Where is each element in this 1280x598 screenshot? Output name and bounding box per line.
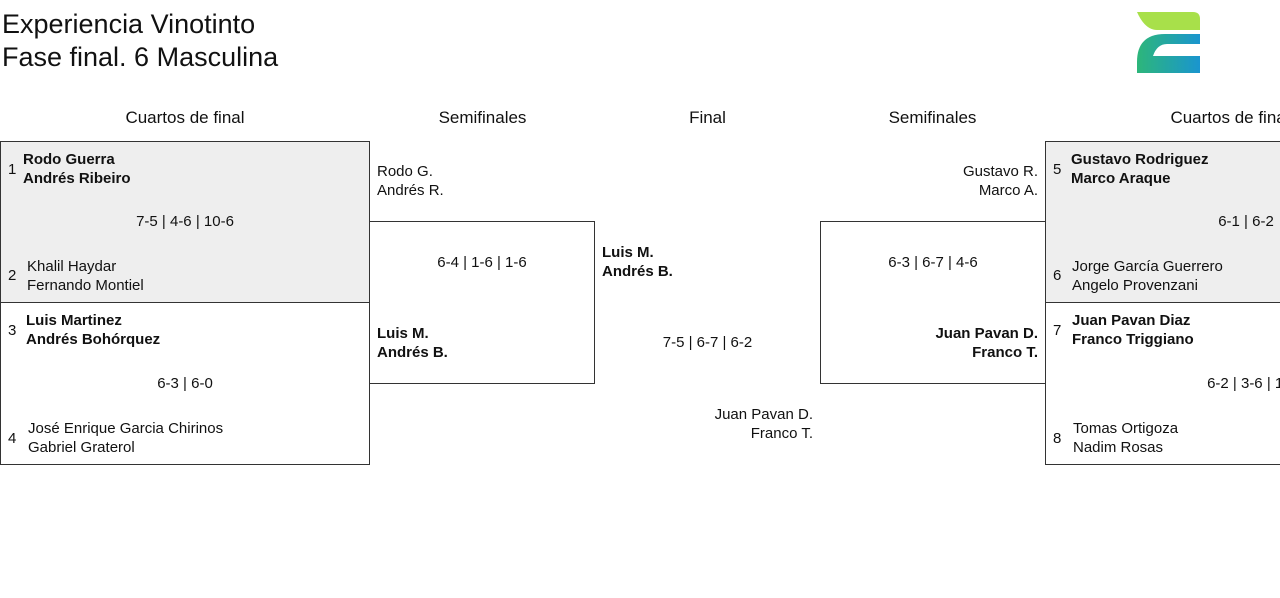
title-line-1: Experiencia Vinotinto (2, 9, 256, 39)
player-name: Juan Pavan D. (935, 325, 1038, 342)
player-name: Jorge García Guerrero (1072, 258, 1223, 275)
player-name: Juan Pavan Diaz (1072, 312, 1191, 329)
logo-top-shape (1137, 12, 1200, 30)
right-sf-team-top: Gustavo R. Marco A. (830, 162, 1038, 200)
team-winner: Luis M. Andrés B. (377, 324, 448, 362)
page-title: Experiencia Vinotinto Fase final. 6 Masc… (2, 8, 278, 74)
player-name: Rodo G. (377, 163, 433, 180)
match-score: 6-1 | 6-2 (1218, 213, 1274, 230)
player-name: Rodo Guerra (23, 151, 115, 168)
player-name: Khalil Haydar (27, 258, 117, 275)
player-name: Franco T. (750, 425, 813, 442)
player-name: Juan Pavan D. (714, 406, 813, 423)
player-name: Marco Araque (1071, 170, 1171, 187)
seed-number: 4 (8, 430, 17, 447)
round-heading-left-semis: Semifinales (438, 108, 527, 127)
player-name: Luis Martinez (26, 312, 122, 329)
team-winner: Rodo Guerra Andrés Ribeiro (23, 150, 131, 188)
title-line-2: Fase final. 6 Masculina (2, 42, 279, 72)
logo-bottom-shape (1137, 34, 1200, 73)
right-qf-match-2[interactable]: 7 Juan Pavan Diaz Franco Triggiano 6-2 |… (1045, 302, 1280, 465)
right-qf-match-1[interactable]: 5 Gustavo Rodriguez Marco Araque 6-1 | 6… (1045, 141, 1280, 303)
right-sf-match[interactable]: 6-3 | 6-7 | 4-6 Juan Pavan D. Franco T. (820, 221, 1046, 384)
match-score: 6-4 | 1-6 | 1-6 (437, 254, 527, 271)
round-heading-right-semis: Semifinales (888, 108, 977, 127)
final-match-score: 7-5 | 6-7 | 6-2 (662, 334, 753, 351)
player-name: Gustavo R. (962, 163, 1038, 180)
match-score: 6-2 | 3-6 | 10-6 (1207, 375, 1280, 392)
team-loser: Tomas Ortigoza Nadim Rosas (1073, 419, 1178, 457)
seed-number: 1 (8, 161, 17, 178)
player-name: Gustavo Rodriguez (1071, 151, 1209, 168)
match-score: 6-3 | 6-7 | 4-6 (888, 254, 978, 271)
player-name: Andrés R. (377, 182, 444, 199)
player-name: Franco T. (972, 344, 1038, 361)
round-heading-right-quarters: Cuartos de final (1170, 108, 1280, 127)
player-name: Angelo Provenzani (1072, 277, 1198, 294)
player-name: Nadim Rosas (1073, 439, 1164, 456)
seed-number: 8 (1053, 430, 1062, 447)
player-name: Luis M. (377, 325, 429, 342)
player-name: Franco Triggiano (1072, 331, 1194, 348)
brand-logo (1137, 12, 1200, 73)
team-loser: Khalil Haydar Fernando Montiel (27, 257, 144, 295)
team-winner: Juan Pavan Diaz Franco Triggiano (1072, 311, 1194, 349)
player-name: Fernando Montiel (27, 277, 144, 294)
team-winner: Gustavo Rodriguez Marco Araque (1071, 150, 1209, 188)
player-name: Andrés B. (602, 263, 673, 280)
team-loser: José Enrique Garcia Chirinos Gabriel Gra… (28, 419, 223, 457)
match-score: 6-3 | 6-0 (157, 375, 213, 392)
left-sf-team-top: Rodo G. Andrés R. (377, 162, 444, 200)
player-name: Luis M. (602, 244, 654, 261)
match-score: 7-5 | 4-6 | 10-6 (136, 213, 234, 230)
player-name: Marco A. (978, 182, 1038, 199)
round-heading-left-quarters: Cuartos de final (125, 108, 245, 127)
round-heading-final: Final (689, 108, 726, 127)
final-team-winner: Luis M. Andrés B. (602, 243, 673, 281)
player-name: Gabriel Graterol (28, 439, 135, 456)
player-name: José Enrique Garcia Chirinos (28, 420, 224, 437)
team-winner: Luis Martinez Andrés Bohórquez (26, 311, 160, 349)
left-qf-match-1[interactable]: 1 Rodo Guerra Andrés Ribeiro 7-5 | 4-6 |… (0, 141, 370, 303)
left-sf-match[interactable]: 6-4 | 1-6 | 1-6 Luis M. Andrés B. (369, 221, 595, 384)
player-name: Andrés Bohórquez (26, 331, 161, 348)
player-name: Andrés B. (377, 344, 448, 361)
seed-number: 2 (8, 267, 17, 284)
player-name: Tomas Ortigoza (1073, 420, 1179, 437)
player-name: Andrés Ribeiro (23, 170, 131, 187)
left-qf-match-2[interactable]: 3 Luis Martinez Andrés Bohórquez 6-3 | 6… (0, 302, 370, 465)
final-team-runner-up: Juan Pavan D. Franco T. (600, 405, 813, 443)
team-winner: Juan Pavan D. Franco T. (831, 324, 1038, 362)
seed-number: 5 (1053, 161, 1062, 178)
seed-number: 6 (1053, 267, 1062, 284)
team-loser: Jorge García Guerrero Angelo Provenzani (1072, 257, 1223, 295)
seed-number: 3 (8, 322, 17, 339)
seed-number: 7 (1053, 322, 1062, 339)
